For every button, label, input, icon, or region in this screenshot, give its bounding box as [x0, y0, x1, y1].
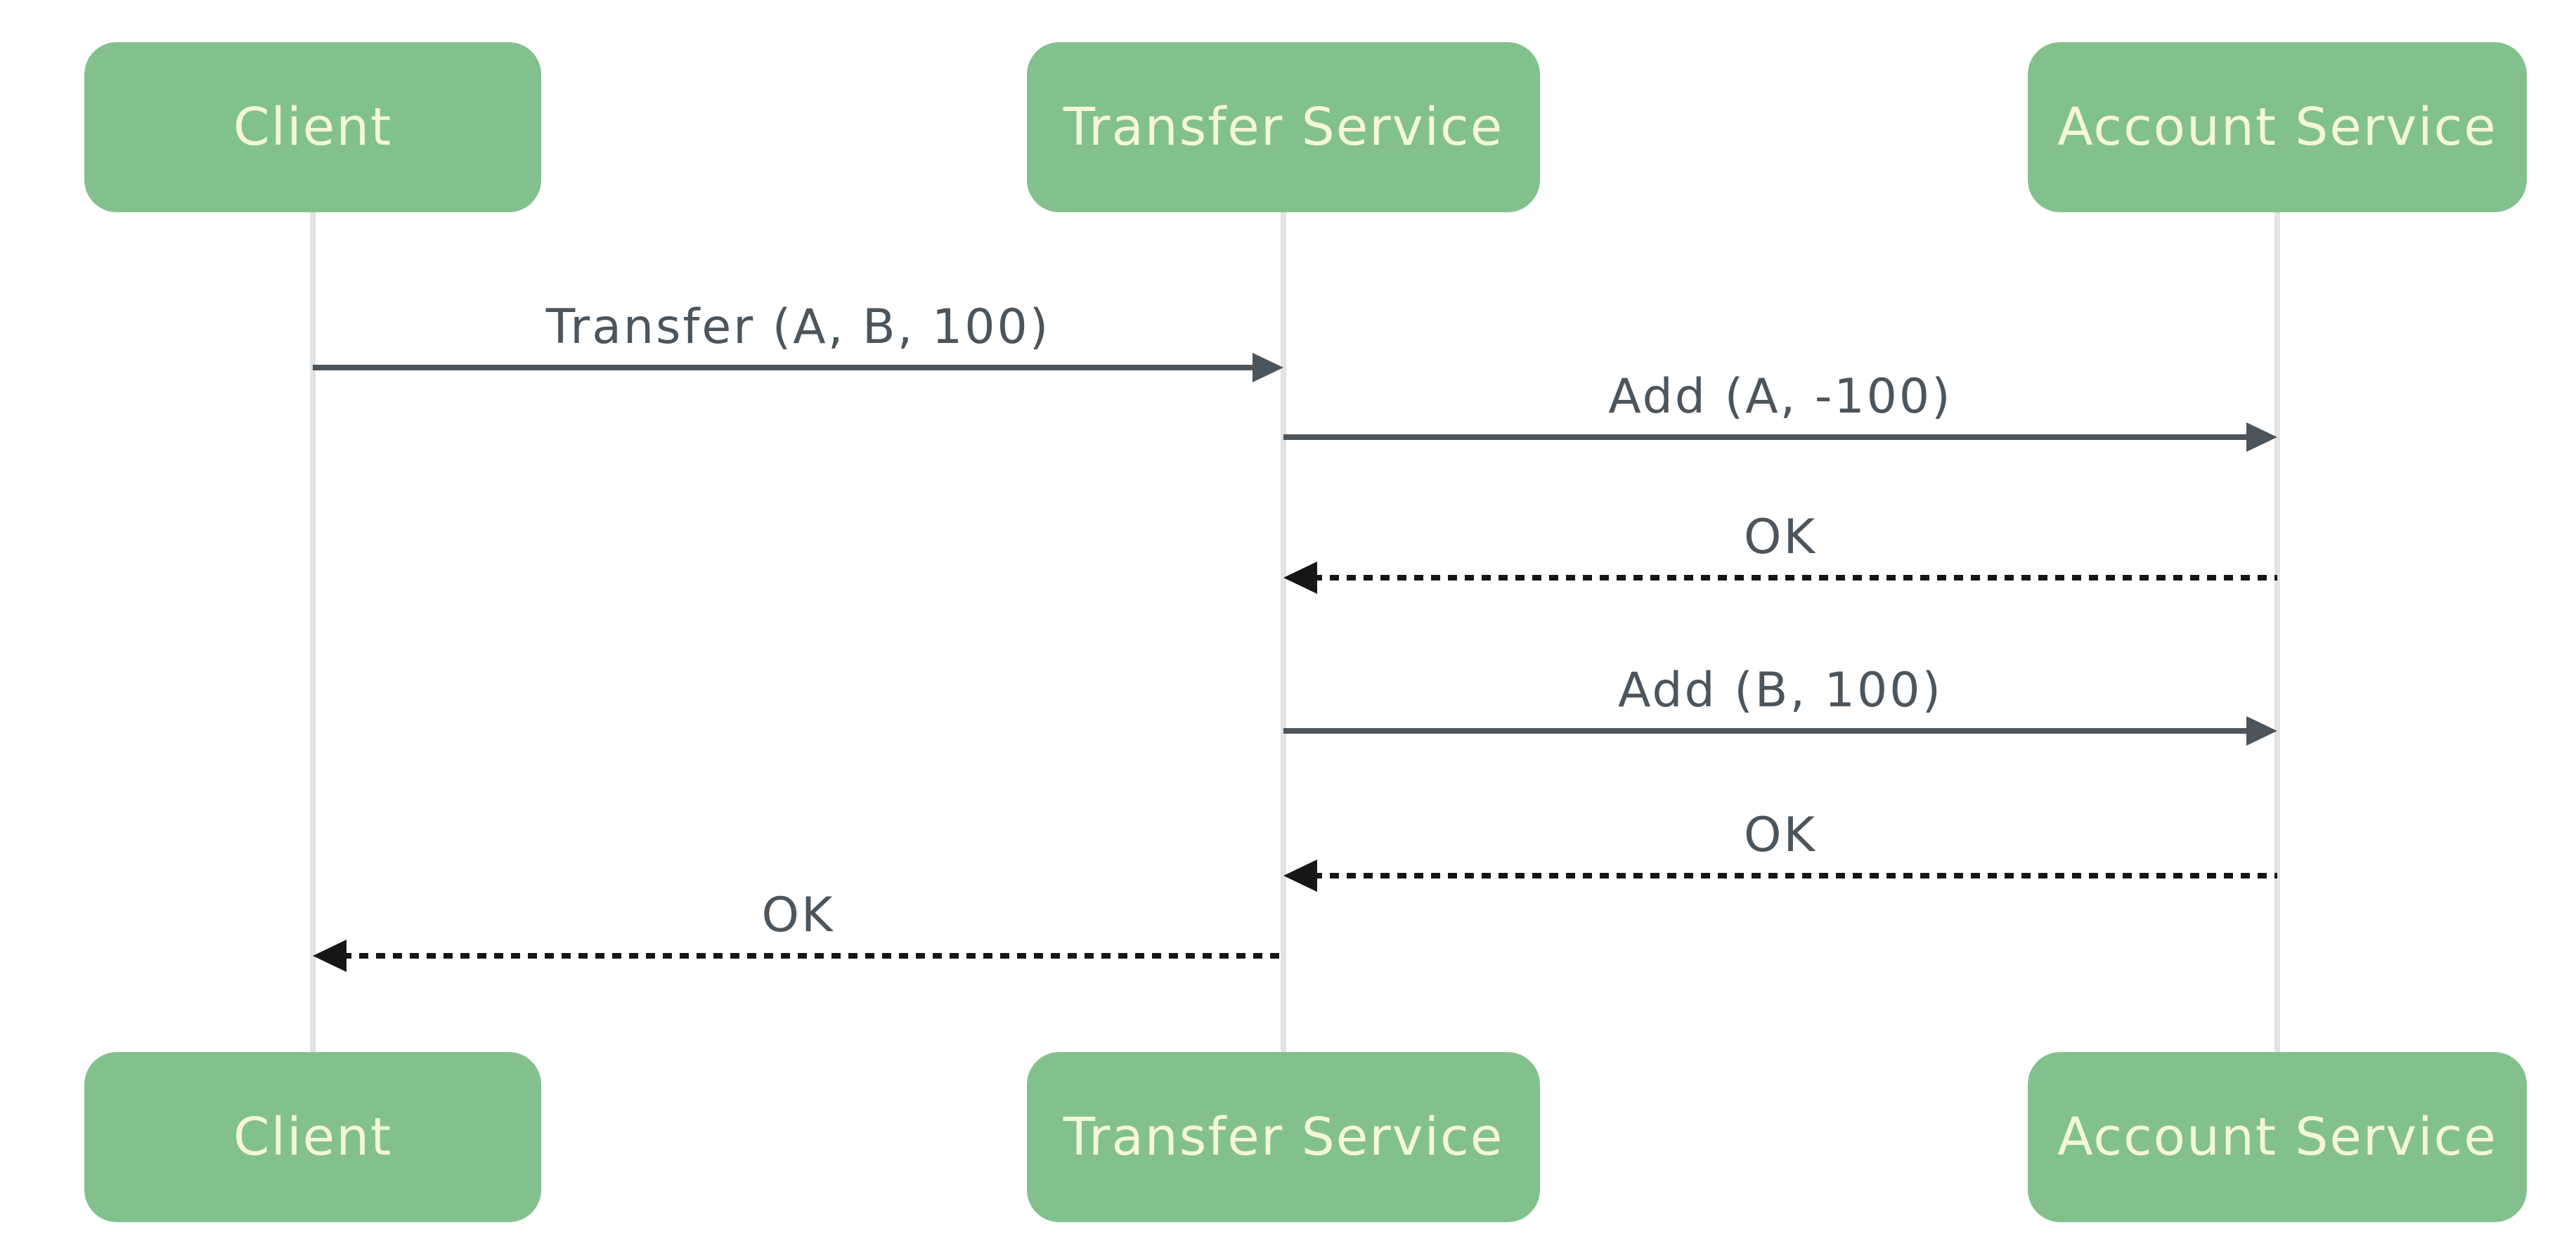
- actor-box-transfer-service-bottom: Transfer Service: [1027, 1052, 1540, 1222]
- actor-label-account-service: Account Service: [2057, 97, 2497, 157]
- arrowhead-left-icon: [1283, 860, 1317, 892]
- actor-box-account-service-top: Account Service: [2028, 42, 2527, 212]
- arrowhead-right-icon: [2246, 422, 2277, 452]
- message-line-dotted: [342, 953, 1283, 959]
- arrowhead-right-icon: [2246, 716, 2277, 746]
- arrowhead-left-icon: [1283, 562, 1317, 594]
- message-label: OK: [761, 888, 835, 943]
- lifeline-client: [310, 212, 316, 1052]
- lifeline-account-service: [2274, 212, 2280, 1052]
- actor-label-client: Client: [233, 97, 393, 157]
- actor-label-transfer-service: Transfer Service: [1063, 97, 1504, 157]
- actor-box-transfer-service-top: Transfer Service: [1027, 42, 1540, 212]
- message-label: Transfer (A, B, 100): [545, 299, 1051, 355]
- actor-label-account-service: Account Service: [2057, 1107, 2497, 1167]
- message-label: Add (A, -100): [1608, 369, 1953, 424]
- arrowhead-right-icon: [1253, 353, 1283, 382]
- message-label: OK: [1743, 808, 1818, 863]
- message-label: Add (B, 100): [1618, 663, 1943, 718]
- actor-label-client: Client: [233, 1107, 393, 1167]
- actor-box-client-bottom: Client: [84, 1052, 541, 1222]
- message-line-dotted: [1313, 575, 2277, 581]
- lifeline-transfer-service: [1281, 212, 1286, 1052]
- actor-label-transfer-service: Transfer Service: [1063, 1107, 1504, 1167]
- message-label: OK: [1743, 510, 1818, 565]
- message-line-solid: [1283, 728, 2251, 734]
- actor-box-client-top: Client: [84, 42, 541, 212]
- actor-box-account-service-bottom: Account Service: [2028, 1052, 2527, 1222]
- arrowhead-left-icon: [313, 940, 347, 972]
- message-line-solid: [313, 365, 1257, 370]
- message-line-dotted: [1313, 873, 2277, 878]
- message-line-solid: [1283, 434, 2251, 440]
